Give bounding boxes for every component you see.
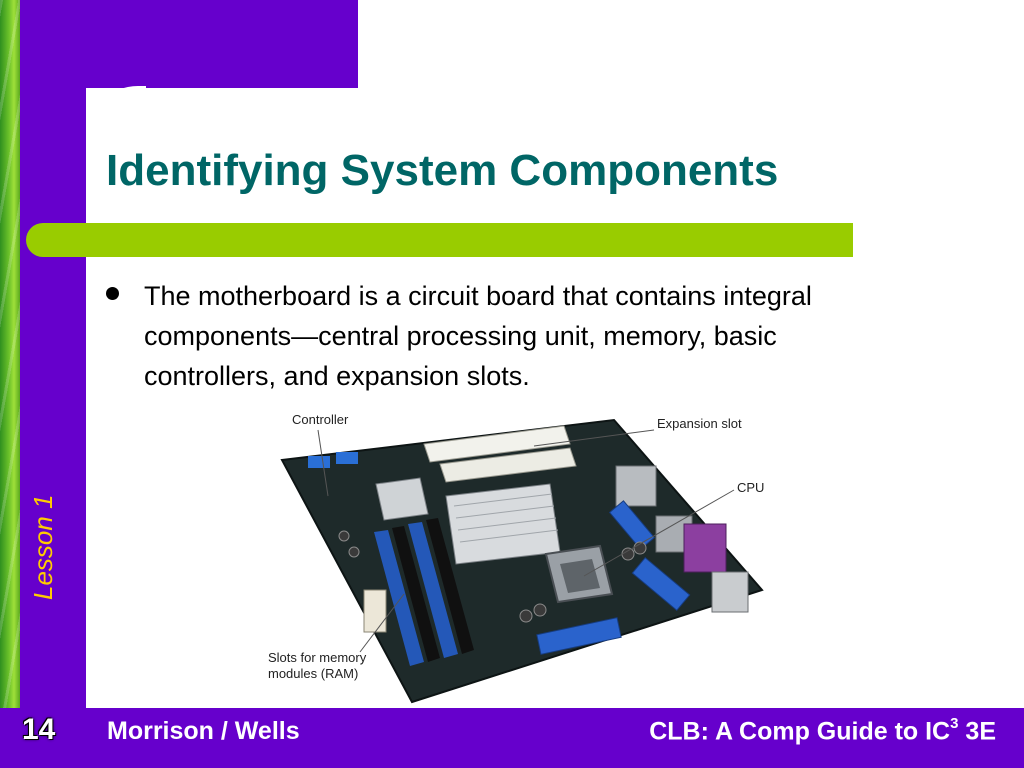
footer-authors: Morrison / Wells — [107, 717, 300, 745]
capacitor-shape — [519, 609, 533, 623]
callout-cpu: CPU — [737, 480, 765, 495]
ram-slot-shape — [426, 518, 474, 654]
slide-title: Identifying System Components — [106, 146, 779, 195]
ram-slot-shape — [408, 522, 458, 658]
callout-ram: Slots for memory modules (RAM) — [268, 650, 366, 682]
io-connector-shape — [615, 465, 657, 507]
frame-rounded-corner — [86, 86, 146, 146]
frame-left-bar — [20, 0, 86, 708]
capacitor-shape — [338, 530, 350, 542]
footer-book-title-prefix: CLB: A Comp Guide to IC — [649, 717, 951, 746]
vrm-heatsink-shape — [536, 617, 622, 655]
heatsink-fins — [453, 493, 559, 543]
expansion-slot-shape — [439, 447, 577, 483]
capacitor-shape — [621, 547, 635, 561]
lesson-label: Lesson 1 — [28, 494, 58, 600]
ram-slot-shape — [392, 526, 440, 662]
capacitor-shape — [633, 541, 647, 555]
motherboard-figure: Controller Expansion slot CPU Slots for … — [264, 404, 776, 706]
parallel-port-shape — [683, 523, 727, 573]
capacitor-shape — [348, 546, 360, 558]
footer-book-title-suffix: 3E — [958, 717, 996, 746]
footer-book-title: CLB: A Comp Guide to IC3 3E — [649, 715, 996, 746]
ram-slot-shape — [374, 530, 424, 666]
title-divider-bar — [26, 223, 853, 257]
page-number: 14 — [22, 713, 56, 746]
power-connector-shape — [363, 589, 387, 633]
capacitor-shape — [533, 603, 547, 617]
bullet-marker — [106, 287, 119, 300]
io-connector-shape — [711, 571, 749, 613]
callout-controller: Controller — [292, 412, 349, 427]
footer-bar — [0, 708, 1024, 768]
header-shape — [308, 456, 330, 468]
callout-ram-line2: modules (RAM) — [268, 666, 359, 681]
callout-ram-line1: Slots for memory — [268, 650, 367, 665]
callout-lines — [317, 429, 735, 653]
vrm-heatsink-shape — [631, 556, 691, 612]
header-shape — [336, 452, 358, 464]
bullet-text: The motherboard is a circuit board that … — [144, 281, 812, 391]
green-side-band — [0, 0, 20, 768]
expansion-slot-shape — [423, 425, 571, 463]
chipset-heatsink-shape — [375, 477, 429, 521]
footer-book-title-superscript: 3 — [950, 715, 959, 732]
vrm-heatsink-shape — [608, 500, 656, 550]
callout-expansion-slot: Expansion slot — [657, 416, 742, 431]
motherboard-illustration — [280, 418, 764, 704]
cpu-socket-shape — [560, 559, 600, 593]
